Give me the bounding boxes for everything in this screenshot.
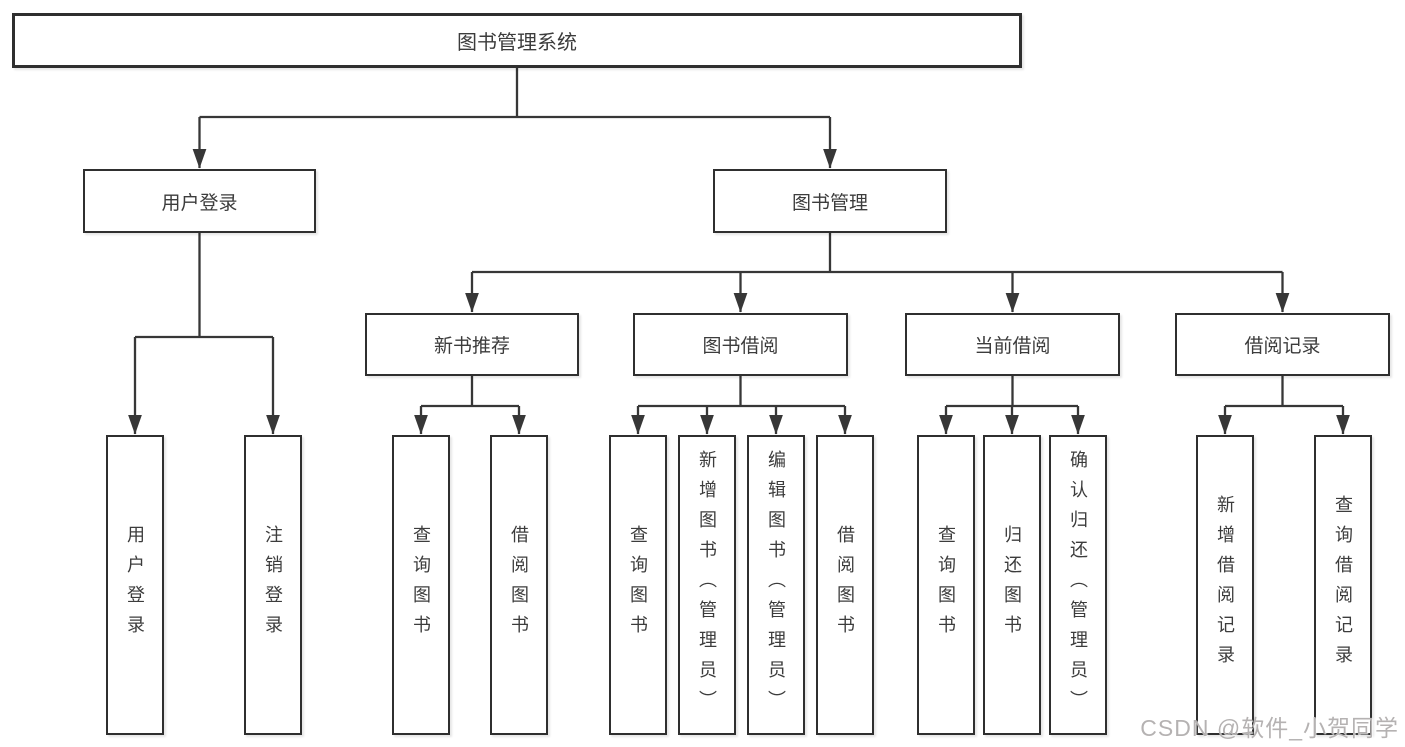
leaf-borrow-books-recommend: 借阅图书 xyxy=(490,435,548,735)
leaf-label: 用户登录 xyxy=(125,525,145,645)
leaf-add-borrow-record: 新增借阅记录 xyxy=(1196,435,1254,735)
node-book-management: 图书管理 xyxy=(713,169,947,233)
leaf-logout-login: 注销登录 xyxy=(244,435,302,735)
node-borrowing-records: 借阅记录 xyxy=(1175,313,1390,376)
node-label: 图书管理 xyxy=(791,192,868,214)
leaf-return-books: 归还图书 xyxy=(983,435,1041,735)
leaf-label: 查询图书 xyxy=(411,525,431,645)
node-library-system: 图书管理系统 xyxy=(12,13,1022,68)
node-label: 借阅记录 xyxy=(1244,336,1321,357)
node-label: 图书借阅 xyxy=(702,336,779,357)
csdn-watermark: CSDN @软件_小贺同学 xyxy=(1140,715,1399,741)
node-label: 图书管理系统 xyxy=(457,32,577,54)
leaf-label: 编辑图书（管理员） xyxy=(766,450,786,720)
leaf-query-borrow-record: 查询借阅记录 xyxy=(1314,435,1372,735)
node-user-login: 用户登录 xyxy=(83,169,316,233)
leaf-add-books-admin: 新增图书（管理员） xyxy=(678,435,736,735)
leaf-confirm-return-admin: 确认归还（管理员） xyxy=(1049,435,1107,735)
leaf-borrow-books: 借阅图书 xyxy=(816,435,874,735)
node-label: 当前借阅 xyxy=(974,336,1051,357)
node-book-borrowing: 图书借阅 xyxy=(633,313,848,376)
leaf-edit-books-admin: 编辑图书（管理员） xyxy=(747,435,805,735)
leaf-user-login: 用户登录 xyxy=(106,435,164,735)
leaf-label: 归还图书 xyxy=(1002,525,1022,645)
leaf-query-books-recommend: 查询图书 xyxy=(392,435,450,735)
node-current-borrowing: 当前借阅 xyxy=(905,313,1120,376)
leaf-label: 查询图书 xyxy=(936,525,956,645)
leaf-label: 新增借阅记录 xyxy=(1215,495,1235,675)
leaf-label: 新增图书（管理员） xyxy=(697,450,717,720)
leaf-label: 注销登录 xyxy=(263,525,283,645)
leaf-label: 确认归还（管理员） xyxy=(1068,450,1088,720)
node-label: 新书推荐 xyxy=(433,336,510,357)
leaf-label: 借阅图书 xyxy=(509,525,529,645)
node-new-book-recommend: 新书推荐 xyxy=(365,313,579,376)
leaf-query-books-current: 查询图书 xyxy=(917,435,975,735)
leaf-label: 查询借阅记录 xyxy=(1333,495,1353,675)
node-label: 用户登录 xyxy=(161,192,238,214)
leaf-label: 借阅图书 xyxy=(835,525,855,645)
leaf-query-books-borrow: 查询图书 xyxy=(609,435,667,735)
leaf-label: 查询图书 xyxy=(628,525,648,645)
